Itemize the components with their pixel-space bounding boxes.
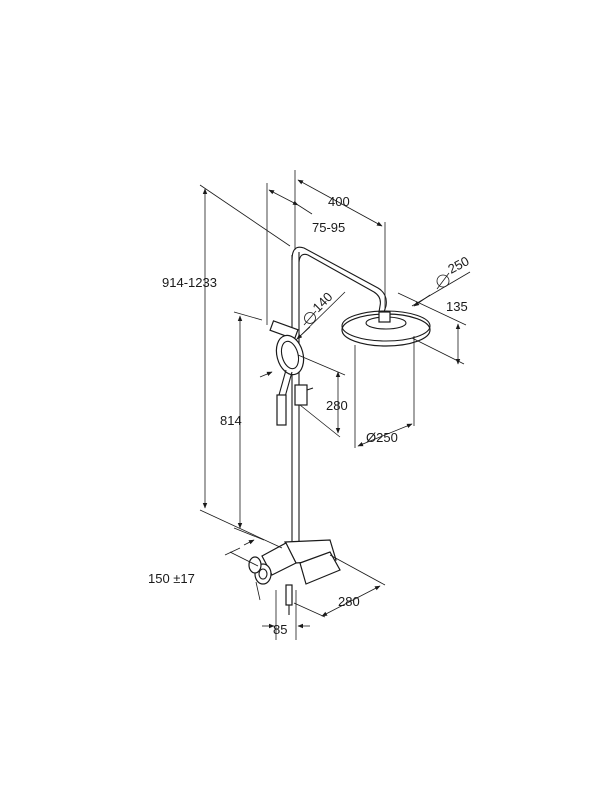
dimension-hand-shower-diameter — [295, 291, 346, 341]
label-adjust-range: 75-95 — [312, 220, 345, 235]
hand-shower — [269, 320, 314, 426]
dimension-depth — [293, 554, 386, 618]
label-hand-shower-diameter: 140 — [310, 289, 336, 315]
dimension-arm-length — [294, 170, 386, 310]
dimension-holder-drop — [297, 354, 346, 438]
dimension-rail-height — [233, 311, 265, 541]
thermostatic-mixer — [248, 539, 341, 615]
label-head-offset: 135 — [446, 299, 468, 314]
label-total-height: 914-1233 — [162, 275, 217, 290]
label-depth: 280 — [338, 594, 360, 609]
dimension-total-height — [199, 184, 291, 549]
overhead-arm — [291, 246, 387, 313]
hand-shower-diameter-arrow — [259, 371, 273, 378]
label-rail-height: 814 — [220, 413, 242, 428]
dimension-wall-offset — [262, 590, 310, 640]
label-head-diameter-bottom: Ø250 — [366, 430, 398, 445]
dimension-head-offset — [397, 292, 467, 365]
label-inlet-spacing: 150 ±17 — [148, 571, 195, 586]
dimension-inlet-spacing — [224, 539, 261, 601]
label-holder-drop: 280 — [326, 398, 348, 413]
label-arm-length: 400 — [328, 194, 350, 209]
riser-pipe — [291, 252, 300, 560]
label-wall-offset: 85 — [273, 622, 287, 637]
overhead-shower-head — [341, 310, 431, 347]
dimension-adjust-range — [266, 183, 313, 325]
dimension-head-diameter-top — [411, 271, 471, 307]
dimension-head-diameter-bottom — [354, 336, 415, 448]
